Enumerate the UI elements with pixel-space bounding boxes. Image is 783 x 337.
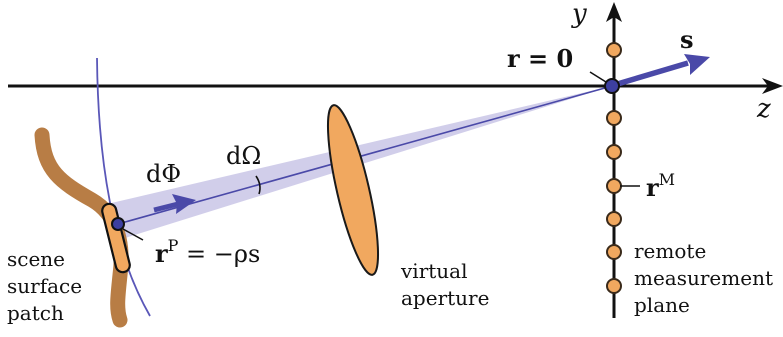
central-ray (117, 85, 613, 225)
scene-label-line: scene (7, 247, 65, 271)
scene-point (111, 217, 125, 231)
direction-label: s (680, 25, 694, 54)
aperture-label-line: aperture (401, 286, 489, 310)
y-axis-arrowhead (606, 2, 622, 22)
measurement-point-label: rM (646, 170, 675, 202)
z-axis-arrowhead (762, 78, 783, 94)
rP-sup: P (168, 236, 179, 255)
sensor-point (606, 211, 622, 227)
sensor-point (606, 178, 622, 194)
scene-label-line: patch (7, 301, 64, 325)
direction-arrow-shaft (613, 60, 689, 88)
sensor-point (606, 42, 622, 58)
sensor-point (606, 144, 622, 160)
measurement-plane-label: remote measurement plane (634, 239, 779, 317)
scene-point-label: rP = −ρs (155, 236, 260, 268)
scene-label-line: surface (7, 274, 82, 298)
solid-angle-label: dΩ (226, 142, 261, 170)
leader-rP (122, 228, 144, 241)
origin-label: r = 0 (507, 44, 573, 73)
rM-base: r (646, 173, 659, 202)
rP-base: r (155, 239, 168, 268)
flux-arrow-shaft (153, 201, 179, 213)
direction-arrow-head (684, 54, 710, 75)
surface-patch (101, 202, 131, 274)
leader-r0 (589, 71, 607, 83)
flux-arrow-head (172, 194, 196, 214)
sensor-point (606, 110, 622, 126)
scene-surface-patch-label: scene surface patch (7, 247, 88, 325)
rM-sup: M (659, 170, 675, 189)
virtual-aperture-label: virtual aperture (400, 259, 489, 310)
origin-point (604, 78, 620, 94)
z-axis-label: z (756, 94, 771, 124)
flux-label: dΦ (146, 160, 181, 188)
aperture-label-line: virtual (400, 259, 468, 283)
plane-label-line: plane (634, 293, 690, 317)
virtual-aperture (326, 104, 380, 276)
rP-rhs: = −ρs (178, 240, 260, 268)
surface-curve (96, 57, 151, 317)
plane-label-line: remote (634, 239, 706, 263)
sensor-point (606, 278, 622, 294)
solid-angle-arc (255, 175, 261, 195)
y-axis-label: y (571, 0, 587, 29)
plane-label-line: measurement (634, 266, 773, 290)
sensor-point (606, 244, 622, 260)
